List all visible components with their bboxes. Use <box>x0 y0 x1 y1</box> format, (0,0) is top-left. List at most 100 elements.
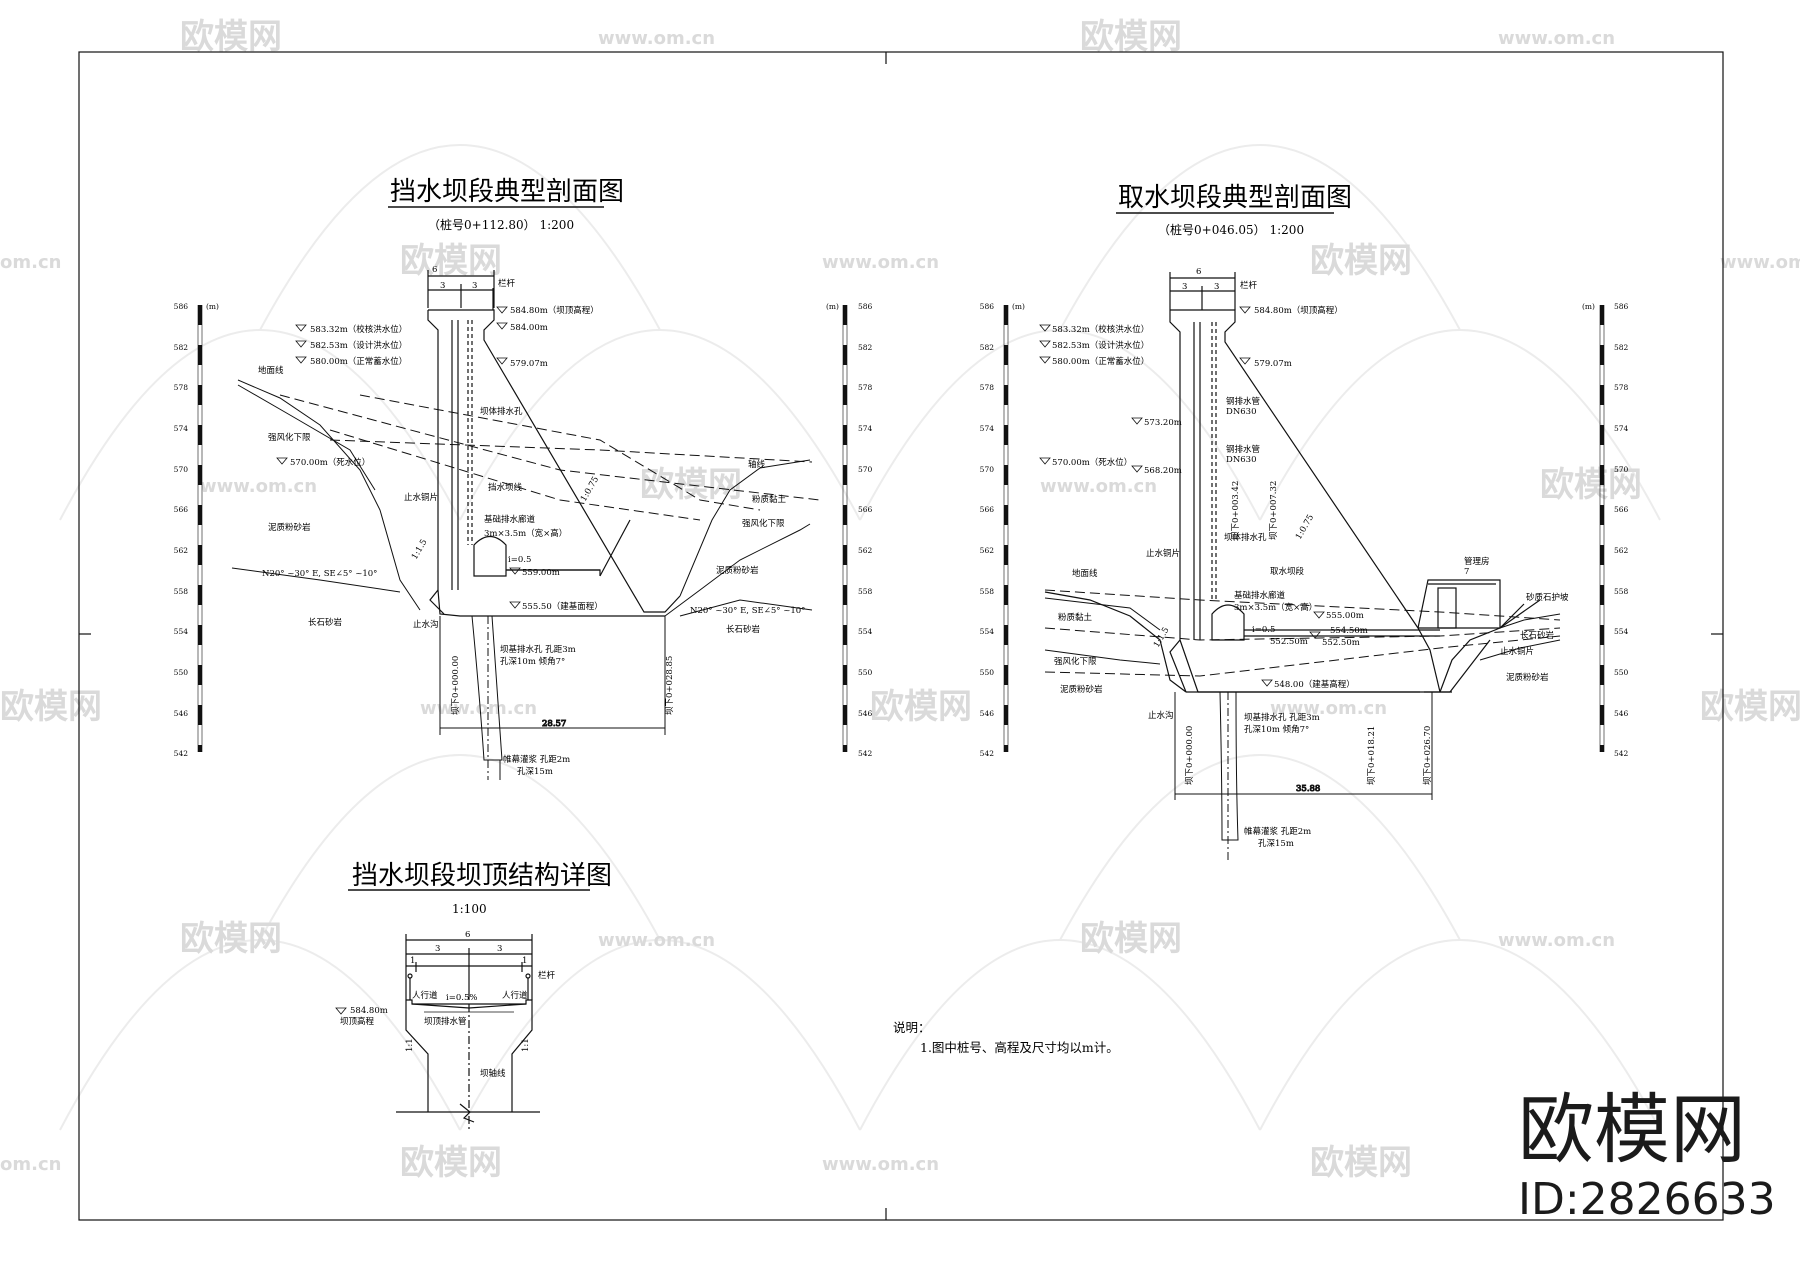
left-rock2: 长石砂岩 <box>308 617 343 628</box>
center-marks <box>79 52 1723 1220</box>
right-grout2: 孔深15m <box>1258 839 1294 849</box>
right-stake-b: 坝下0+018.21 <box>1367 726 1377 785</box>
scale-tick: 558 <box>174 587 189 596</box>
left-level-crest: 584.80m（坝顶高程） <box>510 305 599 316</box>
detail-level: 584.80m <box>350 1006 388 1016</box>
watermark-site: www.om.cn <box>822 252 939 273</box>
left-slope: 1:1.5 <box>410 538 430 562</box>
right-geology <box>1044 589 1561 677</box>
right-section-title: 取水坝段典型剖面图 <box>1118 183 1352 213</box>
left-scale-right: (m) 586 582 578 574 570 566 562 558 554 … <box>826 302 873 758</box>
right-dam-body <box>1044 272 1541 693</box>
left-curtain-drain: 坝基排水孔 孔距3m <box>500 644 576 655</box>
right-scale-left: (m) 586 582 578 574 570 566 562 558 554 … <box>980 302 1025 758</box>
scale-tick: 546 <box>980 709 995 718</box>
scale-tick: 578 <box>858 383 873 392</box>
right-dim-top: 6 <box>1196 267 1201 277</box>
watermark-brand: 欧模网 <box>1080 17 1182 57</box>
scale-tick: 546 <box>174 709 189 718</box>
left-geology <box>231 379 821 617</box>
detail-dim-top: 6 <box>465 930 470 940</box>
scale-tick: 542 <box>1614 749 1629 758</box>
watermark-layer: 欧模网 www.om.cn 欧模网 www.om.cn om.cn 欧模网 ww… <box>0 17 1800 1183</box>
left-length: 28.57 <box>542 719 566 729</box>
scale-unit: (m) <box>1012 302 1025 311</box>
detail-drawing <box>335 934 540 1130</box>
right-stake-e: 坝下0+007.32 <box>1269 481 1279 540</box>
scale-tick: 566 <box>1614 505 1629 514</box>
left-dam-body <box>427 270 681 617</box>
right-masonry: 砂质石护坡 <box>1526 592 1569 603</box>
right-pipe2: 钢排水管 <box>1226 444 1260 455</box>
scale-tick: 542 <box>858 749 873 758</box>
scale-tick: 570 <box>980 465 995 474</box>
scale-tick: 562 <box>174 546 189 555</box>
left-grout: 帷幕灌浆 孔距2m <box>503 754 570 765</box>
detail-slope-l: 1:1 <box>405 1038 415 1052</box>
right-stake-c: 坝下0+026.70 <box>1423 726 1433 785</box>
right-section: 取水坝段典型剖面图 （桩号0+046.05） 1:200 (m) 586 582… <box>980 183 1629 860</box>
detail-dim-d: 1 <box>522 956 527 966</box>
scale-tick: 554 <box>174 627 189 636</box>
scale-tick: 582 <box>980 343 995 352</box>
left-weathered: 强风化下限 <box>268 432 311 443</box>
right-scale-right: (m) 586 582 578 574 570 566 562 558 554 … <box>1582 302 1629 758</box>
right-level-outlet: 554.50m <box>1330 626 1368 636</box>
watermark-site: www.om.cn <box>598 930 715 951</box>
left-dim-b: 3 <box>472 281 477 291</box>
right-dim-b: 3 <box>1214 282 1219 292</box>
watermark-brand: 欧模网 <box>1080 919 1182 959</box>
watermark-site: www.om.cn <box>598 28 715 49</box>
detail-level-name: 坝顶高程 <box>340 1016 375 1027</box>
right-level-dead: 570.00m（死水位） <box>1052 457 1132 468</box>
left-water-levels: 583.32m（校核洪水位） 582.53m（设计洪水位） 580.00m（正常… <box>276 305 603 612</box>
left-cover: 粉质黏土 <box>752 494 787 505</box>
scale-tick: 562 <box>858 546 873 555</box>
scale-tick: 546 <box>858 709 873 718</box>
left-rock2b: 长石砂岩 <box>726 624 761 635</box>
scale-tick: 574 <box>1614 424 1629 433</box>
left-section-subtitle: （桩号0+112.80） 1:200 <box>428 217 574 232</box>
scale-tick: 586 <box>1614 302 1629 311</box>
left-railing: 栏杆 <box>498 278 516 289</box>
right-grade: i=0.5 <box>1252 625 1275 635</box>
watermark-brand: 欧模网 <box>1310 1143 1412 1183</box>
right-slope-d: 1:0.75 <box>1294 513 1316 542</box>
watermark-site: www.om.cn <box>1498 930 1615 951</box>
scale-tick: 578 <box>980 383 995 392</box>
right-water-levels: 583.32m（校核洪水位） 582.53m（设计洪水位） 580.00m（正常… <box>1039 305 1368 690</box>
right-grout: 帷幕灌浆 孔距2m <box>1244 826 1311 837</box>
right-stake-a: 坝下0+000.00 <box>1185 726 1195 785</box>
left-axis-line: 轴线 <box>748 459 766 470</box>
left-dim-top: 6 <box>432 265 437 275</box>
scale-tick: 574 <box>858 424 873 433</box>
left-section-title: 挡水坝段典型剖面图 <box>390 177 624 207</box>
scale-tick: 562 <box>980 546 995 555</box>
watermark-site: www.om.cn <box>200 476 317 497</box>
left-level-normal: 580.00m（正常蓄水位） <box>310 356 407 367</box>
left-level-design-flood: 582.53m（设计洪水位） <box>310 340 407 351</box>
detail-dim-c: 1 <box>410 956 415 966</box>
scale-tick: 550 <box>174 668 189 677</box>
scale-tick: 582 <box>174 343 189 352</box>
watermark-brand: 欧模网 <box>1700 687 1800 727</box>
scale-tick: 558 <box>1614 587 1629 596</box>
scale-tick: 570 <box>1614 465 1629 474</box>
left-level-dead: 570.00m（死水位） <box>290 457 370 468</box>
scale-tick: 562 <box>1614 546 1629 555</box>
scale-tick: 554 <box>858 627 873 636</box>
watermark-site: www.om.cn <box>1720 252 1800 273</box>
left-level-crest2: 584.00m <box>510 323 548 333</box>
left-rock1: 泥质粉砂岩 <box>268 522 311 533</box>
detail-axis: 坝轴线 <box>480 1068 506 1079</box>
right-weathered: 强风化下限 <box>1054 656 1097 667</box>
left-section: 挡水坝段典型剖面图 （桩号0+112.80） 1:200 (m) 586 582… <box>174 177 873 780</box>
scale-tick: 566 <box>858 505 873 514</box>
right-level-check-flood: 583.32m（校核洪水位） <box>1052 324 1149 335</box>
right-waterstop-key: 止水沟 <box>1148 710 1174 721</box>
right-cover: 粉质黏土 <box>1058 612 1093 623</box>
left-drain-hole: 坝体排水孔 <box>480 406 523 417</box>
right-drain2: 孔深10m 倾角7° <box>1244 724 1309 735</box>
right-labels: 6 3 3 栏杆 钢排水管 DN630 钢排水管 DN630 止水铜片 坝体排水… <box>1054 267 1569 849</box>
